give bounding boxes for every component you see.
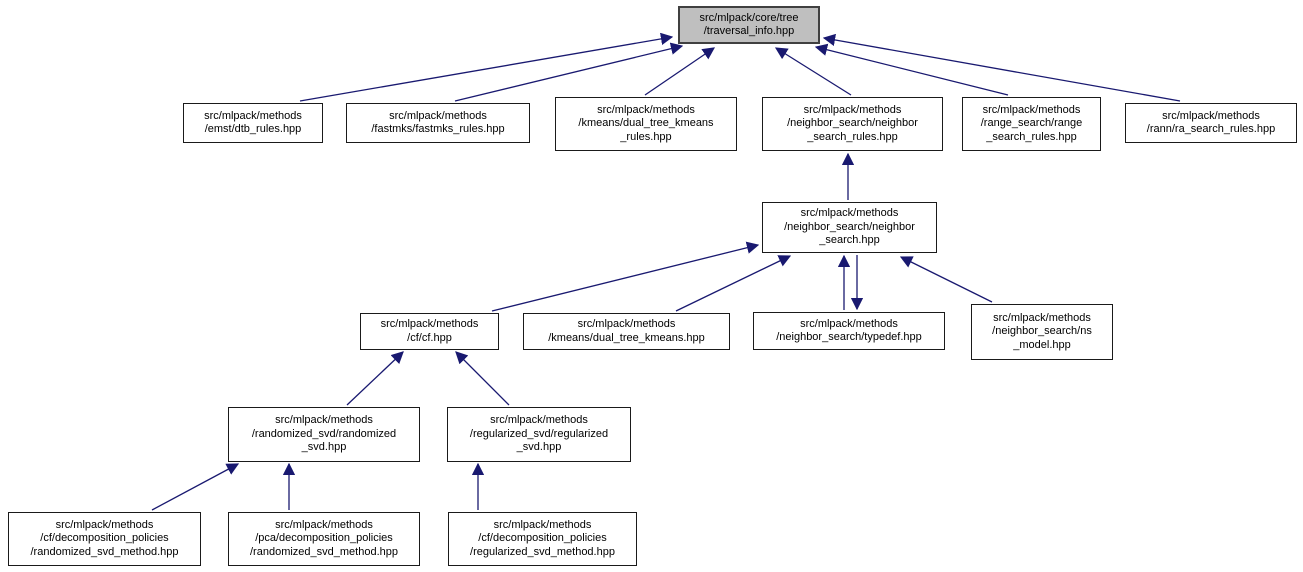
graph-node-randomized-svd[interactable]: src/mlpack/methods /randomized_svd/rando… — [228, 407, 420, 462]
graph-node-label: src/mlpack/methods /regularized_svd/regu… — [469, 414, 609, 454]
graph-node-regularized-svd[interactable]: src/mlpack/methods /regularized_svd/regu… — [447, 407, 631, 462]
graph-node-label: src/mlpack/methods /cf/decomposition_pol… — [470, 518, 615, 558]
graph-node-dual-tree-kmeans[interactable]: src/mlpack/methods /kmeans/dual_tree_kme… — [523, 313, 730, 350]
edge-ns-model-to-neighbor-search — [899, 256, 993, 303]
graph-node-cf-randomized-svd-method[interactable]: src/mlpack/methods /cf/decomposition_pol… — [8, 512, 201, 566]
graph-node-range-search-rules[interactable]: src/mlpack/methods /range_search/range _… — [962, 97, 1101, 151]
graph-node-neighbor-search[interactable]: src/mlpack/methods /neighbor_search/neig… — [762, 202, 937, 253]
graph-node-dual-tree-kmeans-rules[interactable]: src/mlpack/methods /kmeans/dual_tree_kme… — [555, 97, 737, 151]
edge-cf-randomized-svd-method-to-randomized-svd — [151, 463, 240, 511]
edge-neighbor-search-rules-to-traversal-info — [774, 47, 852, 96]
edge-regularized-svd-to-cf — [455, 351, 510, 406]
graph-node-fastmks-rules[interactable]: src/mlpack/methods /fastmks/fastmks_rule… — [346, 103, 530, 143]
graph-node-label: src/mlpack/methods /neighbor_search/neig… — [784, 207, 915, 247]
graph-node-ns-typedef[interactable]: src/mlpack/methods /neighbor_search/type… — [753, 312, 945, 350]
graph-node-cf-regularized-svd-method[interactable]: src/mlpack/methods /cf/decomposition_pol… — [448, 512, 637, 566]
graph-node-label: src/mlpack/methods /kmeans/dual_tree_kme… — [578, 103, 714, 143]
edge-ra-search-rules-to-traversal-info — [822, 33, 1181, 102]
graph-node-neighbor-search-rules[interactable]: src/mlpack/methods /neighbor_search/neig… — [762, 97, 943, 151]
graph-node-traversal-info[interactable]: src/mlpack/core/tree /traversal_info.hpp — [678, 6, 820, 44]
graph-node-cf[interactable]: src/mlpack/methods /cf/cf.hpp — [360, 313, 499, 350]
graph-node-label: src/mlpack/methods /neighbor_search/neig… — [787, 103, 918, 143]
graph-node-label: src/mlpack/methods /neighbor_search/ns _… — [992, 311, 1092, 351]
graph-node-ra-search-rules[interactable]: src/mlpack/methods /rann/ra_search_rules… — [1125, 103, 1297, 143]
graph-node-label: src/mlpack/methods /kmeans/dual_tree_kme… — [548, 318, 705, 344]
graph-node-label: src/mlpack/methods /randomized_svd/rando… — [251, 414, 397, 454]
graph-node-label: src/mlpack/methods /fastmks/fastmks_rule… — [371, 109, 505, 136]
edge-dual-tree-kmeans-rules-to-traversal-info — [644, 47, 716, 96]
graph-node-label: src/mlpack/methods /neighbor_search/type… — [776, 317, 922, 344]
graph-node-label: src/mlpack/methods /rann/ra_search_rules… — [1146, 109, 1276, 136]
edge-fastmks-rules-to-traversal-info — [454, 42, 684, 102]
edge-randomized-svd-to-cf — [346, 351, 404, 406]
edge-cf-to-neighbor-search — [491, 241, 760, 312]
graph-node-ns-model[interactable]: src/mlpack/methods /neighbor_search/ns _… — [971, 304, 1113, 360]
graph-node-label: src/mlpack/core/tree /traversal_info.hpp — [699, 11, 799, 38]
graph-node-pca-randomized-svd-method[interactable]: src/mlpack/methods /pca/decomposition_po… — [228, 512, 420, 566]
edge-range-search-rules-to-traversal-info — [814, 43, 1009, 96]
graph-node-dtb-rules[interactable]: src/mlpack/methods /emst/dtb_rules.hpp — [183, 103, 323, 143]
graph-node-label: src/mlpack/methods /cf/cf.hpp — [380, 318, 479, 344]
edge-dual-tree-kmeans-to-neighbor-search — [675, 255, 792, 312]
graph-node-label: src/mlpack/methods /cf/decomposition_pol… — [30, 518, 179, 558]
graph-node-label: src/mlpack/methods /pca/decomposition_po… — [250, 518, 398, 558]
graph-node-label: src/mlpack/methods /emst/dtb_rules.hpp — [204, 109, 302, 136]
edge-dtb-rules-to-traversal-info — [299, 32, 674, 102]
graph-node-label: src/mlpack/methods /range_search/range _… — [980, 103, 1083, 143]
